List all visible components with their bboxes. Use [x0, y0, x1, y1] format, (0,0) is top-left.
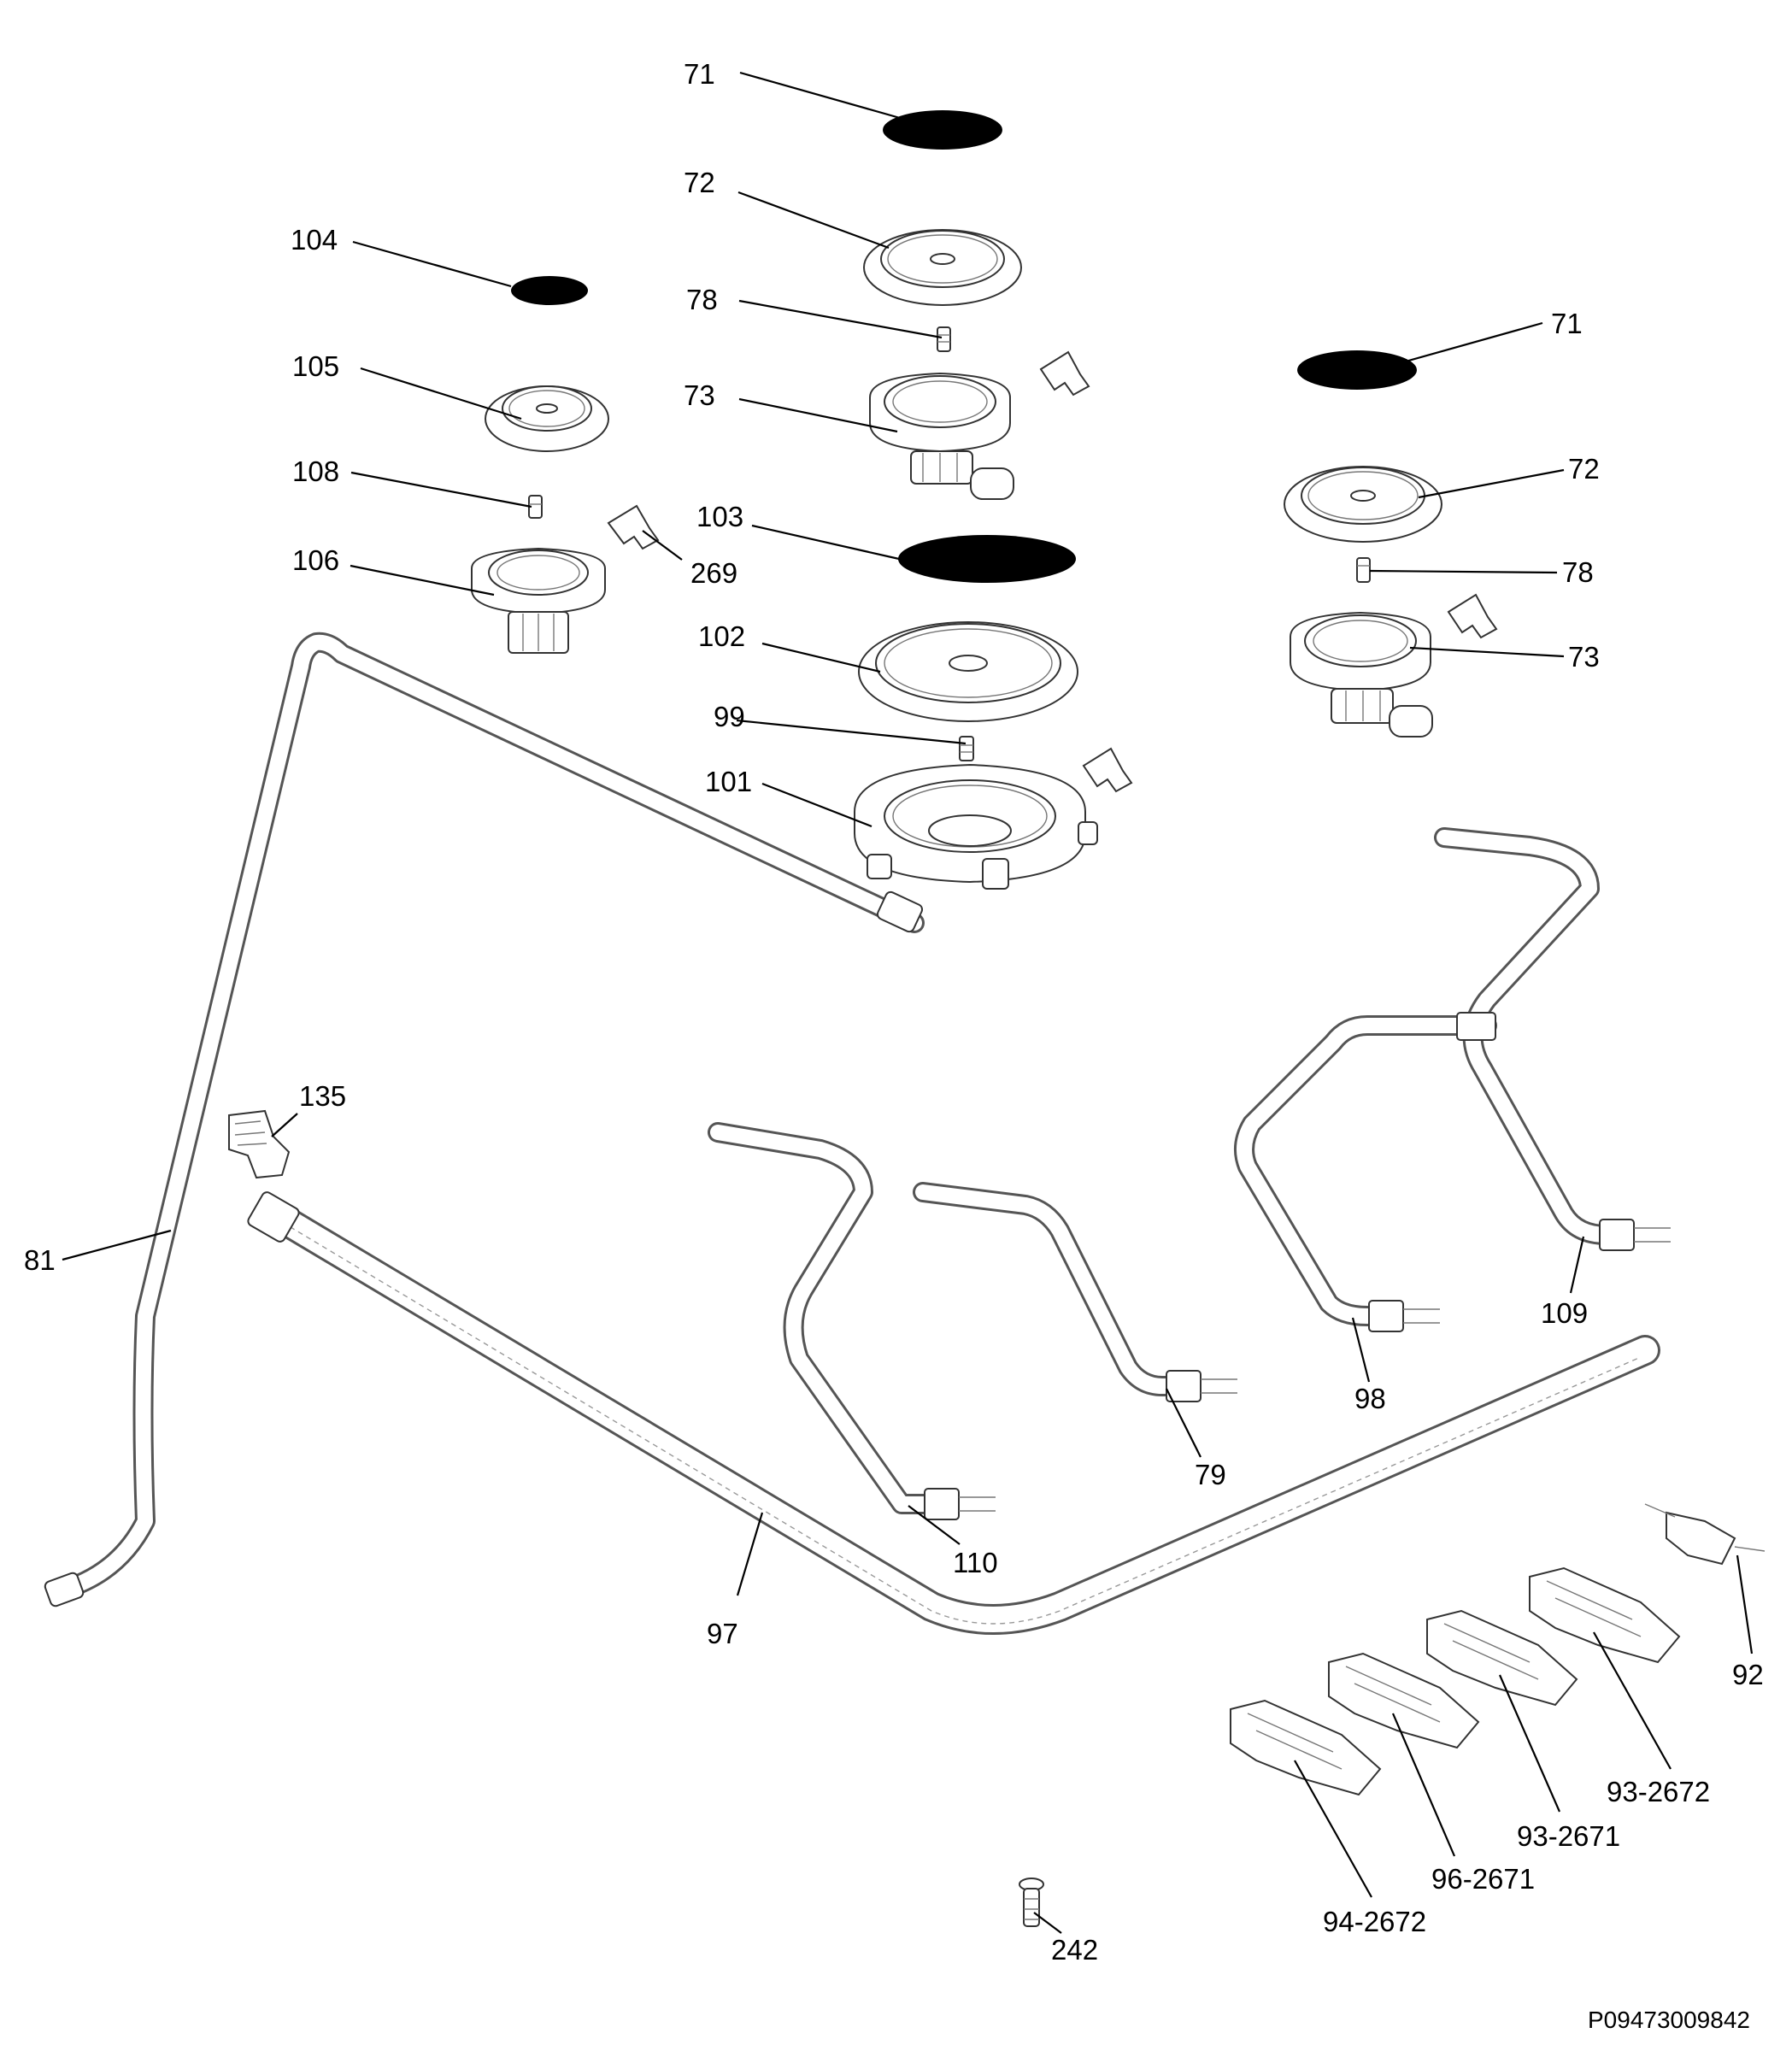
label-269: 269: [690, 557, 737, 589]
burner-body-101: [854, 763, 1098, 890]
label-81: 81: [24, 1244, 56, 1276]
leader-lines: [62, 71, 1754, 1934]
gas-rail-97: [247, 1191, 1660, 1635]
gas-tap-96-2671: [1328, 1652, 1480, 1749]
burner-body-73-top: [869, 372, 1014, 500]
label-78-right: 78: [1562, 556, 1594, 588]
burner-crown-72-top: [863, 229, 1022, 306]
screw-242: [1019, 1878, 1044, 1927]
gas-tap-93-2671: [1426, 1609, 1578, 1707]
burner-body-73-right: [1290, 611, 1433, 738]
gas-pipe-110: [708, 1122, 996, 1520]
diagram-code: P09473009842: [1588, 2007, 1750, 2033]
label-110: 110: [953, 1547, 998, 1578]
label-72-top: 72: [684, 167, 715, 198]
gas-pipe-81: [44, 632, 925, 1607]
injector-78-right: [1356, 557, 1371, 583]
label-104: 104: [291, 224, 338, 256]
label-108: 108: [292, 455, 339, 487]
label-135: 135: [299, 1080, 346, 1112]
burner-crown-102: [858, 621, 1078, 722]
burner-cap-104: [511, 276, 588, 305]
label-105: 105: [292, 350, 339, 382]
clip-269-middle: [1082, 747, 1133, 793]
gas-tap-93-2672: [1529, 1566, 1681, 1664]
label-92: 92: [1732, 1659, 1764, 1690]
label-242: 242: [1051, 1934, 1098, 1966]
label-97: 97: [707, 1618, 738, 1649]
burner-crown-72-right: [1284, 466, 1442, 543]
bracket-135: [228, 1109, 291, 1179]
label-73-right: 73: [1568, 641, 1600, 673]
label-79: 79: [1195, 1459, 1226, 1490]
label-93-2671: 93-2671: [1517, 1820, 1620, 1852]
label-99: 99: [714, 701, 745, 732]
label-102: 102: [698, 620, 745, 652]
burner-crown-105: [485, 385, 609, 452]
label-106: 106: [292, 544, 339, 576]
gas-pipe-79: [913, 1182, 1237, 1402]
label-96-2671: 96-2671: [1431, 1863, 1535, 1895]
gas-pipe-109: [1434, 827, 1671, 1251]
label-71-top: 71: [684, 58, 715, 90]
label-101: 101: [705, 766, 752, 797]
label-73-top: 73: [684, 379, 715, 411]
gas-tap-94-2672: [1230, 1699, 1382, 1796]
label-71-right: 71: [1551, 308, 1583, 339]
clip-269-right: [1447, 593, 1498, 639]
label-103: 103: [696, 501, 743, 532]
injector-78-top: [937, 326, 951, 352]
clip-269-top: [1039, 350, 1090, 397]
clip-269-left: [607, 504, 660, 550]
burner-cap-71-right: [1297, 350, 1417, 390]
label-72-right: 72: [1568, 453, 1600, 485]
label-109: 109: [1541, 1297, 1588, 1329]
gas-pipe-98: [1234, 1015, 1497, 1332]
thermocouple-92: [1644, 1503, 1766, 1566]
burner-cap-103: [898, 535, 1076, 583]
label-94-2672: 94-2672: [1323, 1906, 1426, 1937]
burner-cap-71-top: [883, 110, 1002, 150]
label-93-2672: 93-2672: [1607, 1776, 1710, 1807]
injector-99: [959, 736, 974, 761]
label-78-top: 78: [686, 284, 718, 315]
label-98: 98: [1354, 1383, 1386, 1414]
burner-body-106: [471, 547, 606, 654]
